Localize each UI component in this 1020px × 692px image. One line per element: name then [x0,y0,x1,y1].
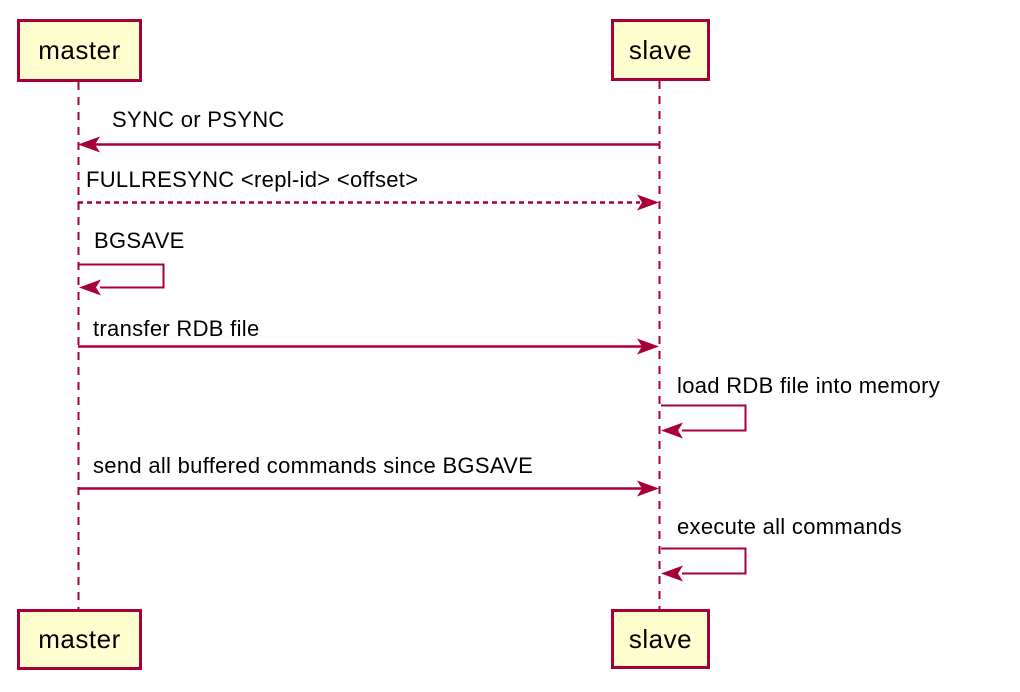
participant-master-top: master [17,19,142,82]
message-7-self-loop [661,547,747,575]
message-3-self-loop [79,263,165,289]
message-5-arrowhead [661,422,683,439]
participant-master-bottom: master [17,609,142,670]
participant-slave-bottom: slave [611,609,710,669]
message-5-label: load RDB file into memory [677,373,941,398]
message-6-arrowhead [637,480,659,497]
message-2-label: FULLRESYNC <repl-id> <offset> [86,167,419,192]
message-7-arrowhead [661,565,683,582]
message-5-self-loop [661,404,747,432]
message-2-arrowhead [637,194,659,211]
message-6-label: send all buffered commands since BGSAVE [93,453,534,478]
message-1-label: SYNC or PSYNC [112,107,285,132]
message-1-arrowhead [78,136,100,153]
message-7-label: execute all commands [677,514,902,539]
message-3-label: BGSAVE [94,228,185,253]
message-3-arrowhead [79,279,101,296]
participant-slave-top: slave [611,19,710,81]
message-4-arrowhead [637,338,659,355]
message-4-label: transfer RDB file [93,316,260,341]
